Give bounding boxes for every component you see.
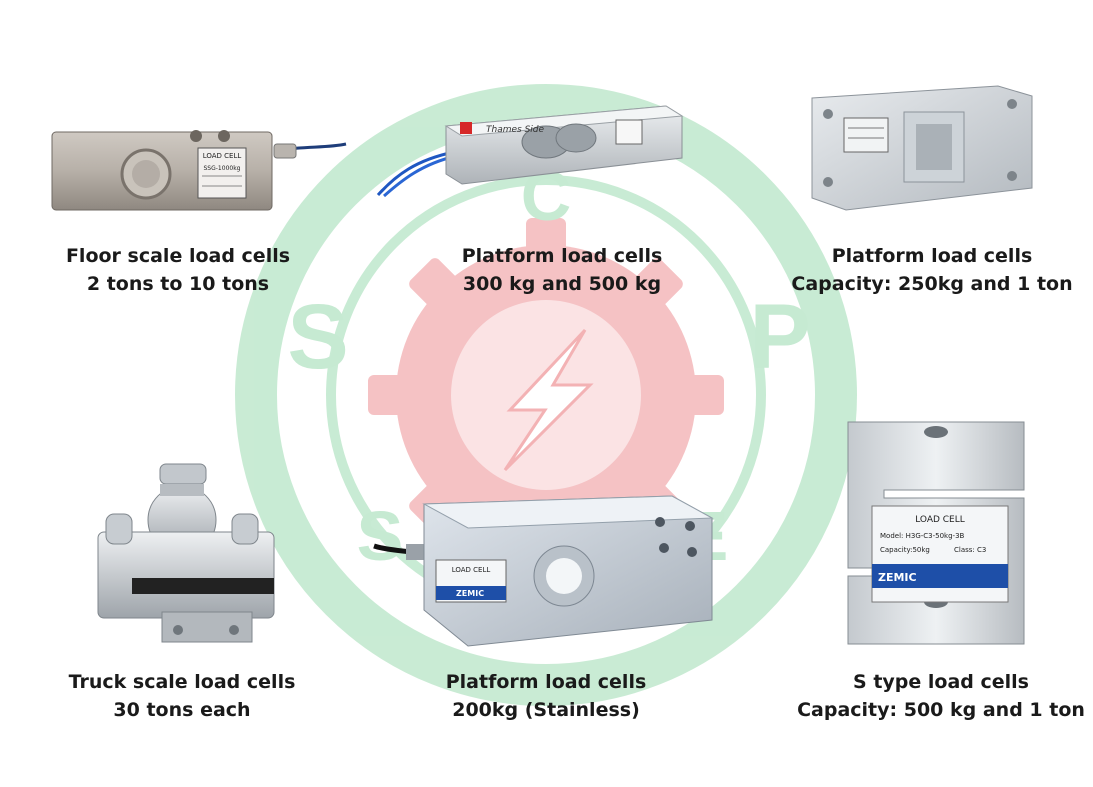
caption-platform-250-1ton: Platform load cells Capacity: 250kg and … — [790, 242, 1074, 298]
watermark-letter-bottom-left: S — [357, 497, 404, 575]
caption-detail: 30 tons each — [113, 699, 251, 721]
caption-detail: 2 tons to 10 tons — [86, 273, 270, 295]
product-image-platform-250-1ton — [811, 85, 1033, 211]
caption-detail: Capacity: 250kg and 1 ton — [791, 273, 1073, 295]
watermark-letter-s: S — [287, 286, 348, 388]
product-image-platform-200kg: LOAD CELL ZEMIC — [373, 495, 714, 647]
product-image-s-type: LOAD CELL Model: H3G-C3-50kg-3B Capacity… — [847, 421, 1025, 645]
watermark-letter-p: P — [749, 286, 810, 388]
s-type-cell-label: LOAD CELL — [915, 515, 965, 525]
caption-detail: 200kg (Stainless) — [452, 699, 640, 721]
product-image-truck-scale — [97, 463, 275, 643]
platform-cell-brand: Thames Side — [486, 125, 544, 135]
platform-200-cell-label: LOAD CELL — [452, 566, 491, 574]
platform-200-cell-brand: ZEMIC — [456, 589, 484, 598]
caption-floor-scale: Floor scale load cells 2 tons to 10 tons — [38, 242, 318, 298]
caption-s-type: S type load cells Capacity: 500 kg and 1… — [796, 668, 1086, 724]
caption-platform-200kg: Platform load cells 200kg (Stainless) — [406, 668, 686, 724]
floor-cell-label: LOAD CELL — [203, 152, 242, 160]
caption-title: Platform load cells — [831, 245, 1033, 267]
caption-title: Platform load cells — [445, 671, 647, 693]
lightning-bolt-icon — [503, 328, 594, 472]
caption-title: Floor scale load cells — [65, 245, 291, 267]
caption-detail: 300 kg and 500 kg — [462, 273, 662, 295]
product-image-platform-300-500: Thames Side — [376, 105, 684, 198]
product-image-floor-scale: LOAD CELL SSG-1000kg — [51, 130, 347, 211]
caption-title: S type load cells — [853, 671, 1029, 693]
s-type-cell-brand: ZEMIC — [878, 571, 917, 584]
caption-title: Platform load cells — [461, 245, 663, 267]
s-type-cell-model: Model: H3G-C3-50kg-3B — [880, 532, 965, 540]
caption-platform-300-500: Platform load cells 300 kg and 500 kg — [420, 242, 704, 298]
s-type-cell-capacity: Capacity:50kg — [880, 546, 930, 554]
s-type-cell-class: Class: C3 — [954, 546, 986, 554]
floor-cell-model: SSG-1000kg — [204, 165, 241, 172]
caption-title: Truck scale load cells — [68, 671, 296, 693]
caption-truck-scale: Truck scale load cells 30 tons each — [42, 668, 322, 724]
caption-detail: Capacity: 500 kg and 1 ton — [797, 699, 1085, 721]
